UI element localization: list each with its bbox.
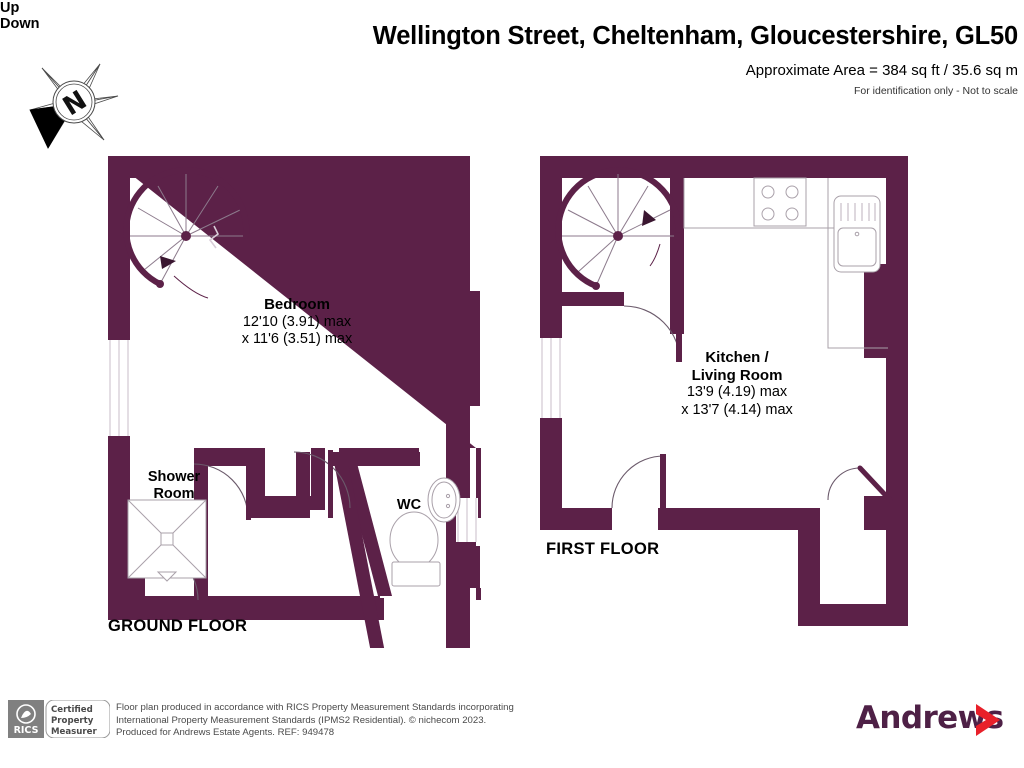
spiral-staircase-up bbox=[123, 167, 250, 299]
identification-notice: For identification only - Not to scale bbox=[854, 85, 1018, 97]
room-label-bedroom: Bedroom 12'10 (3.91) max x 11'6 (3.51) m… bbox=[232, 296, 362, 349]
rics-line1: Certified bbox=[51, 705, 93, 715]
sink-fixture bbox=[833, 195, 881, 273]
page-header: Wellington Street, Cheltenham, Glouceste… bbox=[0, 0, 1024, 110]
room-name-shower-line2: Room bbox=[153, 486, 195, 502]
door-lower-right bbox=[827, 467, 861, 501]
disclaimer-line-2: International Property Measurement Stand… bbox=[116, 714, 487, 726]
first-floor-door-leaves bbox=[660, 306, 682, 510]
first-floor-window bbox=[540, 338, 562, 418]
page-footer: RICS Certified Property Measurer Floor p… bbox=[0, 690, 1024, 768]
shower-tray-fixture bbox=[127, 499, 207, 582]
room-name-bedroom: Bedroom bbox=[264, 296, 330, 313]
room-dim1-bedroom: 12'10 (3.91) max bbox=[242, 313, 352, 330]
hob-fixture bbox=[753, 177, 807, 227]
room-dim2-bedroom: x 11'6 (3.51) max bbox=[241, 331, 353, 347]
ground-floor-title: GROUND FLOOR bbox=[108, 617, 248, 635]
stair-label-down: Down bbox=[0, 16, 40, 32]
toilet-fixture bbox=[389, 511, 441, 587]
disclaimer-line-3: Produced for Andrews Estate Agents. REF:… bbox=[116, 727, 335, 739]
ground-floor-walls bbox=[108, 156, 481, 600]
kitchen-worktop bbox=[683, 178, 888, 349]
rics-certification-badge: RICS Certified Property Measurer bbox=[8, 699, 111, 739]
chevron-icon bbox=[976, 704, 1000, 736]
room-label-shower-room: Shower Room bbox=[137, 469, 211, 503]
room-dim2-kitchen: x 13'7 (4.14) max bbox=[681, 401, 793, 418]
room-dim1-kitchen: 13'9 (4.19) max bbox=[686, 384, 788, 400]
room-label-wc: WC bbox=[396, 497, 422, 513]
spiral-staircase-down bbox=[555, 167, 682, 290]
door-lower-left bbox=[611, 455, 665, 509]
room-name-kitchen-line2: Living Room bbox=[691, 366, 783, 384]
room-label-kitchen-living: Kitchen / Living Room 13'9 (4.19) max x … bbox=[672, 349, 802, 419]
rics-line2: Property bbox=[51, 716, 94, 726]
first-floor-plan bbox=[528, 148, 938, 628]
room-name-kitchen-line1: Kitchen / bbox=[705, 349, 769, 366]
andrews-logo: Andrews bbox=[856, 694, 1016, 744]
stair-label-up: Up bbox=[0, 0, 20, 16]
first-floor-title: FIRST FLOOR bbox=[546, 540, 660, 558]
ground-floor-plan bbox=[96, 148, 496, 688]
compass-rose-icon: N bbox=[22, 56, 126, 152]
page-title: Wellington Street, Cheltenham, Glouceste… bbox=[372, 22, 1018, 50]
rics-mark: RICS bbox=[14, 725, 39, 736]
ground-floor-window bbox=[108, 340, 130, 436]
room-name-shower-line1: Shower bbox=[147, 469, 201, 485]
rics-line3: Measurer bbox=[51, 727, 97, 737]
disclaimer-line-1: Floor plan produced in accordance with R… bbox=[116, 702, 514, 713]
door-leaf-lower-right bbox=[857, 465, 893, 503]
disclaimer-text: Floor plan produced in accordance with R… bbox=[116, 702, 514, 740]
approximate-area-text: Approximate Area = 384 sq ft / 35.6 sq m bbox=[745, 62, 1018, 79]
wash-basin-fixture bbox=[427, 477, 461, 523]
